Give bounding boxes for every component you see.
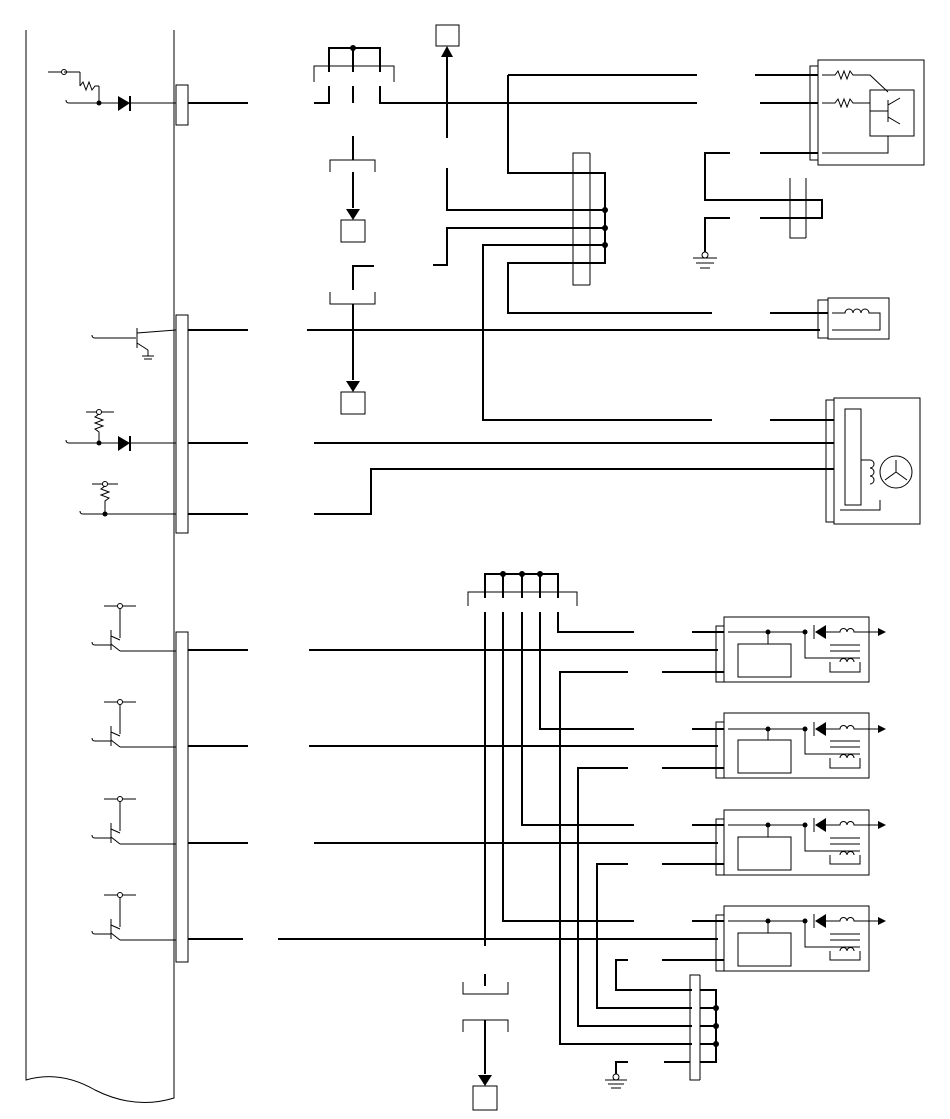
ecm-internal-circuit-3: [79, 481, 176, 517]
ecm-internal-transistor-1: [91, 328, 177, 360]
ecm-driver-transistor-2: [91, 699, 176, 748]
joint-connector-right: [433, 74, 712, 421]
ecm-driver-transistor-1: [91, 603, 176, 652]
connector-c: [175, 631, 189, 963]
stepper-motor: [770, 397, 921, 525]
injector-1: [662, 616, 886, 683]
connector-b: [175, 314, 189, 534]
wire-b3: [188, 468, 840, 515]
ecm-internal-circuit-2: [65, 409, 176, 451]
ref-arrow-top: [441, 46, 453, 138]
solenoid-coil: [770, 297, 890, 340]
ecm-driver-transistor-4: [91, 892, 176, 941]
control-module: [25, 30, 175, 1103]
joint-connector-bottom: [664, 974, 719, 1081]
injector-ground-wires: [559, 671, 692, 1045]
ref-box-upper: [340, 219, 366, 243]
ref-box-top: [435, 24, 460, 47]
junction-block-injectors: [467, 571, 634, 946]
injector-2: [662, 712, 886, 779]
ecm-driver-transistor-3: [91, 796, 176, 845]
ref-box-middle: [340, 391, 366, 415]
splice-upper: [329, 136, 376, 220]
ground-bottom: [605, 1061, 628, 1089]
injector-3: [662, 809, 886, 876]
ref-box-bottom: [472, 1085, 498, 1111]
ground-connector: [704, 152, 823, 255]
injector-4: [662, 905, 886, 972]
splice-bottom: [462, 974, 509, 1086]
sensor-resistor-module: [755, 59, 925, 166]
joint-connector-top: [313, 45, 697, 104]
connector-a: [175, 84, 189, 126]
ground-top-right: [693, 251, 717, 269]
ecm-internal-circuit-1: [48, 69, 176, 111]
splice-middle: [329, 265, 376, 392]
